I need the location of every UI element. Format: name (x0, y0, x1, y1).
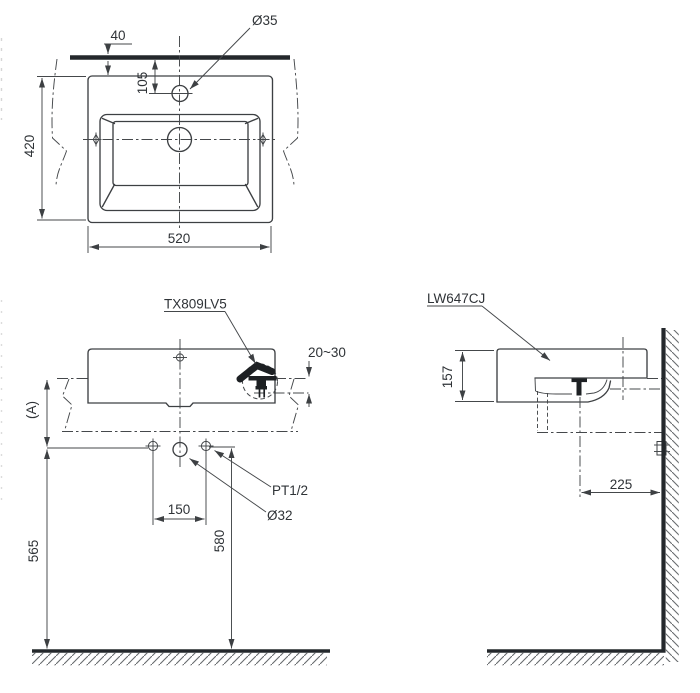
side-mark-right (257, 132, 269, 147)
dimension-drain-height: 580 (209, 446, 235, 649)
dimension-faucet-from-wall: 105 (135, 60, 172, 94)
bowl-interior-side (534, 377, 608, 395)
counter-break-left-front (61, 378, 73, 432)
floor-hatch-front (32, 652, 327, 666)
dim-label-420: 420 (22, 135, 37, 158)
counter-break-right-front (288, 378, 300, 432)
dimension-supply-height: 565 (26, 449, 50, 649)
label-supply-thread: PT1/2 (272, 483, 308, 498)
dim-label-spout-clearance: 20~30 (308, 345, 346, 360)
dim-label-150: 150 (168, 502, 191, 517)
counter-break-right-plan (282, 58, 299, 187)
faucet-silhouette (236, 361, 277, 398)
side-mark-left (90, 132, 102, 147)
leader-faucet-model: TX809LV5 (164, 297, 256, 364)
dimension-spout-clearance: 20~30 (306, 345, 346, 407)
dim-label-520: 520 (168, 231, 191, 246)
drain-hole-front (172, 441, 188, 458)
basin-outline-front (87, 348, 276, 408)
basin-bowl-plan (99, 113, 261, 212)
dim-label-157: 157 (440, 366, 455, 389)
leader-faucet-hole: Ø35 (189, 13, 278, 90)
label-faucet-hole-diameter: Ø35 (252, 13, 278, 28)
dimension-rim-height-ref: (A) (24, 380, 50, 447)
dimension-basin-height: 157 (440, 350, 494, 402)
label-drain-diameter: Ø32 (267, 508, 293, 523)
leader-supply-thread: PT1/2 (214, 450, 308, 498)
dim-label-rim-height-A: (A) (24, 401, 39, 419)
drain-hole-plan (166, 126, 193, 153)
dimension-hole-spacing: 150 (152, 452, 207, 525)
bowl-bottom-side (496, 380, 612, 403)
label-faucet-model: TX809LV5 (164, 297, 227, 312)
leader-drain-diameter: Ø32 (189, 458, 293, 523)
dimension-drain-to-wall: 225 (581, 477, 660, 496)
floor-hatch-side (487, 652, 664, 666)
side-view: LW647CJ 157 225 (427, 291, 679, 666)
front-view: TX809LV5 20~30 (A) (24, 297, 346, 666)
dim-label-105: 105 (135, 72, 150, 95)
plan-view: 40 105 Ø35 420 520 (22, 13, 299, 253)
wall-hatch-side (665, 330, 679, 662)
dimension-wall-offset: 40 (104, 28, 132, 75)
drain-plug-side (571, 378, 587, 396)
faucet-detail-circle (242, 363, 278, 400)
dimension-overall-width: 520 (87, 226, 272, 253)
label-basin-model: LW647CJ (427, 291, 485, 306)
leader-basin-model: LW647CJ (427, 291, 551, 361)
basin-outline-side (496, 348, 648, 403)
counter-break-left-plan (51, 58, 68, 187)
dim-label-40: 40 (110, 28, 125, 43)
basin-outline-plan (87, 75, 274, 224)
dim-label-565: 565 (26, 540, 41, 563)
dimension-overall-depth: 420 (22, 76, 86, 221)
supply-hole-left (145, 438, 161, 454)
dim-label-225: 225 (610, 477, 633, 492)
supply-hole-right (198, 438, 214, 454)
dim-label-580: 580 (212, 530, 227, 553)
